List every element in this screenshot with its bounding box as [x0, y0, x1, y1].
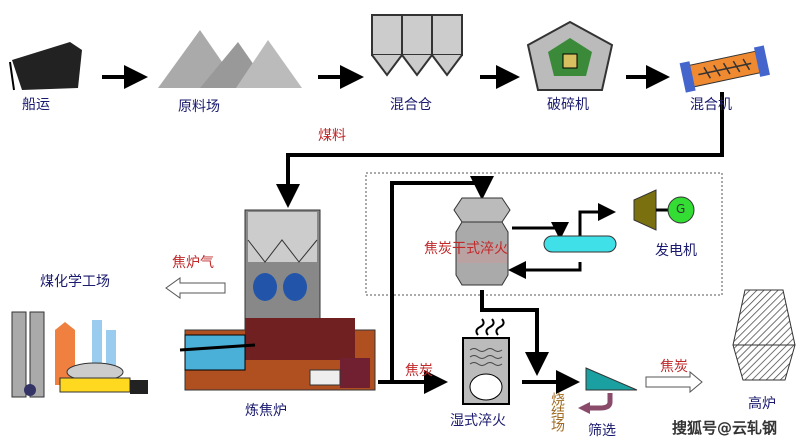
- generator-icon: [633, 189, 695, 231]
- label-yard: 原料场: [178, 99, 220, 115]
- ship-icon: [9, 38, 82, 91]
- cdq-system-boundary: [365, 172, 723, 296]
- label-blast-furnace: 高炉: [748, 396, 776, 412]
- label-crusher: 破碎机: [547, 97, 589, 113]
- screen-icon: [578, 367, 638, 414]
- generator-mark: G: [676, 202, 686, 216]
- mixing-bin-icon: [371, 14, 463, 77]
- coke-to-furnace-arrow: [645, 370, 703, 394]
- steam-drum-icon: [543, 235, 617, 253]
- label-wet-quench: 湿式淬火: [450, 413, 506, 429]
- crusher-icon: [526, 20, 614, 91]
- label-oven-gas: 焦炉气: [172, 255, 214, 271]
- label-generator: 发电机: [655, 243, 697, 259]
- wet-quench-tower-icon: [462, 318, 510, 405]
- label-mixer: 混合机: [690, 97, 732, 113]
- blast-furnace-icon: [732, 289, 796, 381]
- label-cdq: 焦炭干式淬火: [424, 241, 508, 257]
- label-mix-bin: 混合仓: [390, 97, 432, 113]
- coke-oven-icon: [179, 209, 376, 391]
- label-coke-oven: 炼焦炉: [245, 403, 287, 419]
- label-screen: 筛选: [588, 423, 616, 439]
- mixer-icon: [679, 45, 770, 93]
- label-ship: 船运: [22, 97, 50, 113]
- coke-flow-lines: [378, 176, 616, 394]
- label-coal: 煤料: [318, 128, 346, 144]
- raw-material-yard-icon: [158, 30, 302, 88]
- label-coke-2: 焦炭: [660, 359, 688, 375]
- oven-gas-arrow: [165, 277, 226, 299]
- chemical-plant-icon: [11, 311, 148, 398]
- coal-feed-line: [276, 92, 724, 208]
- label-coke-1: 焦炭: [405, 363, 433, 379]
- label-sinter: 烧结场: [549, 392, 565, 431]
- watermark: 搜狐号@云轧钢: [672, 419, 778, 437]
- dry-quench-vessel-icon: [453, 197, 511, 286]
- label-chem-plant: 煤化学工场: [40, 274, 110, 290]
